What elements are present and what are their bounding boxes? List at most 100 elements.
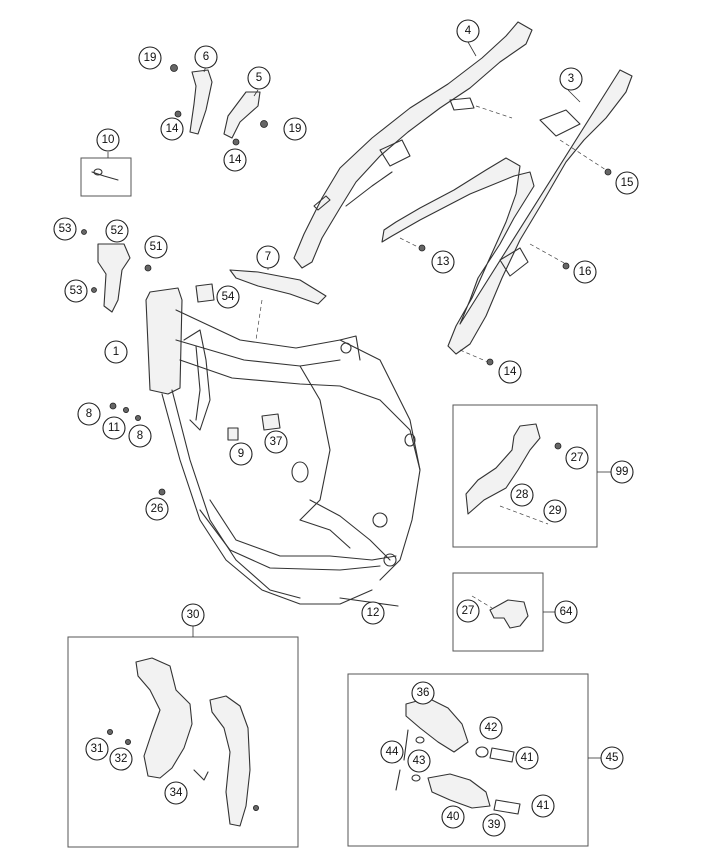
callout-42: 42 bbox=[479, 716, 503, 740]
callout-14-c-label: 14 bbox=[504, 366, 517, 378]
callout-8-a: 8 bbox=[77, 402, 101, 426]
callout-8-b: 8 bbox=[128, 424, 152, 448]
callout-39: 39 bbox=[482, 813, 506, 837]
callout-43: 43 bbox=[407, 749, 431, 773]
callout-41-b: 41 bbox=[531, 794, 555, 818]
callout-32: 32 bbox=[109, 747, 133, 771]
callout-51: 51 bbox=[144, 235, 168, 259]
callout-54: 54 bbox=[216, 285, 240, 309]
callout-34-label: 34 bbox=[170, 787, 183, 799]
callout-28-label: 28 bbox=[516, 489, 529, 501]
callout-52: 52 bbox=[105, 219, 129, 243]
callout-27-b: 27 bbox=[456, 599, 480, 623]
part-54-clip bbox=[195, 283, 215, 303]
group-45-box bbox=[347, 673, 601, 847]
callout-14-b: 14 bbox=[223, 148, 247, 172]
callout-19-a-label: 19 bbox=[144, 52, 157, 64]
group-30-box bbox=[67, 626, 299, 848]
callout-12-label: 12 bbox=[367, 607, 380, 619]
callout-36-label: 36 bbox=[417, 687, 430, 699]
callout-41-a: 41 bbox=[515, 746, 539, 770]
callout-11: 11 bbox=[102, 416, 126, 440]
callout-9-label: 9 bbox=[238, 448, 244, 460]
callout-36: 36 bbox=[411, 681, 435, 705]
callout-12: 12 bbox=[361, 601, 385, 625]
frame-hardware bbox=[109, 168, 612, 607]
callout-13: 13 bbox=[431, 250, 455, 274]
callout-45-label: 45 bbox=[606, 752, 619, 764]
callout-42-label: 42 bbox=[485, 722, 498, 734]
callout-30-label: 30 bbox=[187, 609, 200, 621]
callout-29: 29 bbox=[543, 499, 567, 523]
callout-4-label: 4 bbox=[465, 25, 472, 37]
main-frame bbox=[145, 287, 421, 605]
callout-64: 64 bbox=[554, 600, 578, 624]
part-52-bracket bbox=[81, 229, 152, 313]
callout-5: 5 bbox=[247, 66, 271, 90]
callout-16-label: 16 bbox=[579, 266, 592, 278]
callout-44-label: 44 bbox=[386, 746, 399, 758]
callout-45: 45 bbox=[600, 746, 624, 770]
callout-27-a-label: 27 bbox=[571, 452, 584, 464]
callout-19-b: 19 bbox=[283, 117, 307, 141]
group-64-box bbox=[452, 572, 555, 652]
callout-37-label: 37 bbox=[270, 436, 283, 448]
callout-31-label: 31 bbox=[91, 743, 104, 755]
callout-30: 30 bbox=[181, 603, 205, 627]
callout-53-b: 53 bbox=[64, 279, 88, 303]
callout-8-a-label: 8 bbox=[86, 408, 92, 420]
callout-99-label: 99 bbox=[616, 466, 629, 478]
callout-19-b-label: 19 bbox=[289, 123, 302, 135]
callout-10-label: 10 bbox=[102, 134, 115, 146]
callout-10: 10 bbox=[96, 128, 120, 152]
callout-29-label: 29 bbox=[549, 505, 562, 517]
callout-9: 9 bbox=[229, 442, 253, 466]
callout-7-label: 7 bbox=[265, 251, 271, 263]
subframe-right-part bbox=[381, 69, 633, 355]
callout-15: 15 bbox=[615, 171, 639, 195]
callout-37: 37 bbox=[264, 430, 288, 454]
callout-19-a: 19 bbox=[138, 46, 162, 70]
callout-44: 44 bbox=[380, 740, 404, 764]
callout-34: 34 bbox=[164, 781, 188, 805]
callout-3-label: 3 bbox=[568, 73, 574, 85]
callout-6-label: 6 bbox=[203, 51, 209, 63]
callout-4: 4 bbox=[456, 19, 480, 43]
callout-28: 28 bbox=[510, 483, 534, 507]
callout-26: 26 bbox=[145, 497, 169, 521]
callout-43-label: 43 bbox=[413, 755, 426, 767]
callout-27-b-label: 27 bbox=[462, 605, 475, 617]
callout-39-label: 39 bbox=[488, 819, 501, 831]
subframe-left-part bbox=[293, 21, 533, 269]
callout-32-label: 32 bbox=[115, 753, 128, 765]
callout-14-a-label: 14 bbox=[166, 123, 179, 135]
callout-26-label: 26 bbox=[151, 503, 164, 515]
callout-52-label: 52 bbox=[111, 225, 124, 237]
callout-40-label: 40 bbox=[447, 811, 460, 823]
callout-31: 31 bbox=[85, 737, 109, 761]
callout-53-a-label: 53 bbox=[59, 223, 72, 235]
callout-53-b-label: 53 bbox=[70, 285, 83, 297]
part-10-box bbox=[80, 152, 132, 197]
callout-11-label: 11 bbox=[108, 422, 120, 434]
callout-27-a: 27 bbox=[565, 446, 589, 470]
callout-13-label: 13 bbox=[437, 256, 450, 268]
callout-15-label: 15 bbox=[621, 177, 634, 189]
callout-53-a: 53 bbox=[53, 217, 77, 241]
callout-99: 99 bbox=[610, 460, 634, 484]
callout-5-label: 5 bbox=[256, 72, 262, 84]
part-7 bbox=[229, 269, 327, 341]
callout-3: 3 bbox=[559, 67, 583, 91]
callout-51-label: 51 bbox=[150, 241, 163, 253]
callout-8-b-label: 8 bbox=[137, 430, 143, 442]
callout-14-c: 14 bbox=[498, 360, 522, 384]
callout-16: 16 bbox=[573, 260, 597, 284]
callout-41-b-label: 41 bbox=[537, 800, 550, 812]
callout-14-a: 14 bbox=[160, 117, 184, 141]
callout-7: 7 bbox=[256, 245, 280, 269]
callout-14-b-label: 14 bbox=[229, 154, 242, 166]
callout-1: 1 bbox=[104, 340, 128, 364]
callout-40: 40 bbox=[441, 805, 465, 829]
callout-54-label: 54 bbox=[222, 291, 235, 303]
bracket-parts-5-6 bbox=[170, 64, 268, 146]
